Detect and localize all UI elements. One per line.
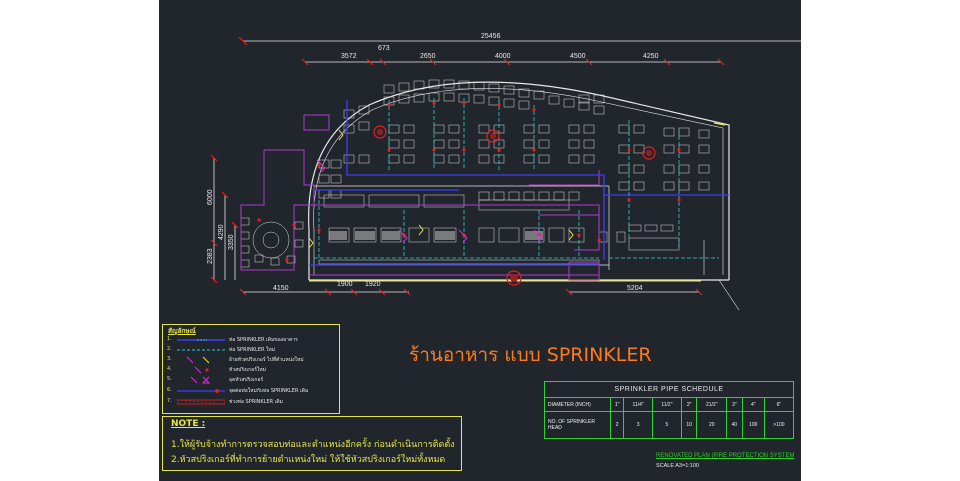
schedule-cell: 11/2" xyxy=(652,396,682,413)
legend-item: 7. ช่วงท่อ SPRINKLER เดิม xyxy=(167,398,283,405)
note-box: NOTE : 1.ให้ผู้รับจ้างทำการตรวจสอบท่อและ… xyxy=(162,416,462,471)
new-head-markers xyxy=(308,129,574,249)
drawing-title: ร้านอาหาร แบบ SPRINKLER xyxy=(409,344,652,366)
sprinkler-pipe-main xyxy=(309,100,729,266)
legend-heading: สัญลักษณ์ xyxy=(168,327,196,335)
schedule-cell: 100 xyxy=(741,411,765,439)
schedule-cell: 2" xyxy=(680,396,698,413)
schedule-cell: 5 xyxy=(652,411,682,439)
schedule-cell: >100 xyxy=(763,411,795,439)
dimension-left: 6000 4290 3350 2383 xyxy=(207,154,239,284)
dim-top-2: 673 xyxy=(378,45,390,52)
schedule-cell: 6" xyxy=(763,396,795,413)
renovated-plan-label: RENOVATED PLAN (FIRE PROTECTION SYSTEM xyxy=(656,453,795,459)
legend-swatch-tie-in xyxy=(177,389,225,393)
note-heading: NOTE : xyxy=(171,419,206,429)
sprinkler-zones xyxy=(240,114,600,281)
schedule-cell: 1" xyxy=(609,396,625,413)
dim-left-2: 4290 xyxy=(218,224,225,240)
sprinkler-heads xyxy=(257,101,681,262)
legend-swatch-relocated-head xyxy=(186,356,210,364)
legend-box: สัญลักษณ์ 1. ท่อ SPRINKLER เดิมของอาคาร … xyxy=(162,324,340,414)
kitchen-equipment xyxy=(318,194,626,265)
legend-swatch-capped-head xyxy=(190,376,211,384)
schedule-cell: 11/4" xyxy=(623,396,654,413)
legend-item: 1. ท่อ SPRINKLER เดิมของอาคาร xyxy=(167,336,298,343)
schedule-cell: 3 xyxy=(623,411,654,439)
dimension-top: 3572 673 2650 4000 4500 4250 xyxy=(301,45,725,66)
schedule-cell: 10 xyxy=(680,411,698,439)
schedule-cell: 2 xyxy=(609,411,625,439)
floor-plan: 25456 3572 673 2650 4000 4500 4250 xyxy=(207,33,801,311)
dim-top-4: 4000 xyxy=(495,53,511,60)
legend-item: 3. ย้ายหัวสปริงเกอร์ ไปที่ตำแหน่งใหม่ xyxy=(167,356,304,364)
dim-bottom-4: 5204 xyxy=(627,285,643,292)
schedule-cell: 3" xyxy=(726,396,743,413)
schedule-title: SPRINKLER PIPE SCHEDULE xyxy=(544,381,794,398)
dim-bottom-2: 1900 xyxy=(337,281,353,288)
dim-top-5: 4500 xyxy=(570,53,586,60)
legend-item: 5. อุดหัวสปริงเกอร์ xyxy=(167,376,264,384)
dim-left-3: 3350 xyxy=(228,234,235,250)
legend-swatch-existing-pipe xyxy=(177,339,225,341)
dim-top-6: 4250 xyxy=(643,53,659,60)
schedule-cell: 21/2" xyxy=(696,396,728,413)
legend-item: 4. หัวสปริงเกอร์ใหม่ xyxy=(167,366,266,374)
dim-bottom-1: 4150 xyxy=(273,285,289,292)
schedule-row-label-heads: NO. OF SPRINKLER HEAD xyxy=(544,411,611,439)
dim-left-1: 6000 xyxy=(207,189,214,205)
relocation-markers xyxy=(316,159,543,243)
dim-top-3: 2650 xyxy=(420,53,436,60)
legend-swatch-new-pipe xyxy=(177,349,225,351)
columns xyxy=(373,125,656,286)
legend-swatch-new-head xyxy=(194,366,209,374)
schedule-cell: 4" xyxy=(741,396,765,413)
legend-item: 6. จุดต่อท่อใหม่กับท่อ SPRINKLER เดิม xyxy=(167,387,309,394)
dimension-overall: 25456 xyxy=(238,33,801,46)
scale-label: SCALE A3=1:100 xyxy=(656,463,699,469)
dim-bottom-3: 1920 xyxy=(365,281,381,288)
dimension-bottom: 4150 1900 1920 5204 xyxy=(239,281,703,296)
drawing-sheet: 25456 3572 673 2650 4000 4500 4250 xyxy=(159,0,801,481)
note-line-1: 1.ให้ผู้รับจ้างทำการตรวจสอบท่อและตำแหน่ง… xyxy=(171,440,455,450)
dim-overall-text: 25456 xyxy=(481,33,501,40)
legend-swatch-existing-run xyxy=(177,399,225,405)
schedule-row-label-diameter: DIAMETER (INCH) xyxy=(544,396,611,413)
legend-item: 2. ท่อ SPRINKLER ใหม่ xyxy=(167,346,276,353)
dim-top-1: 3572 xyxy=(341,53,357,60)
dim-left-4: 2383 xyxy=(207,248,214,264)
schedule-cell: 20 xyxy=(696,411,728,439)
schedule-cell: 40 xyxy=(726,411,743,439)
note-line-2: 2.หัวสปริงเกอร์ที่ทำการย้ายตำแหน่งใหม่ ใ… xyxy=(171,455,446,465)
dining-tables xyxy=(240,79,710,268)
sprinkler-pipe-schedule: SPRINKLER PIPE SCHEDULE DIAMETER (INCH) … xyxy=(544,381,795,439)
